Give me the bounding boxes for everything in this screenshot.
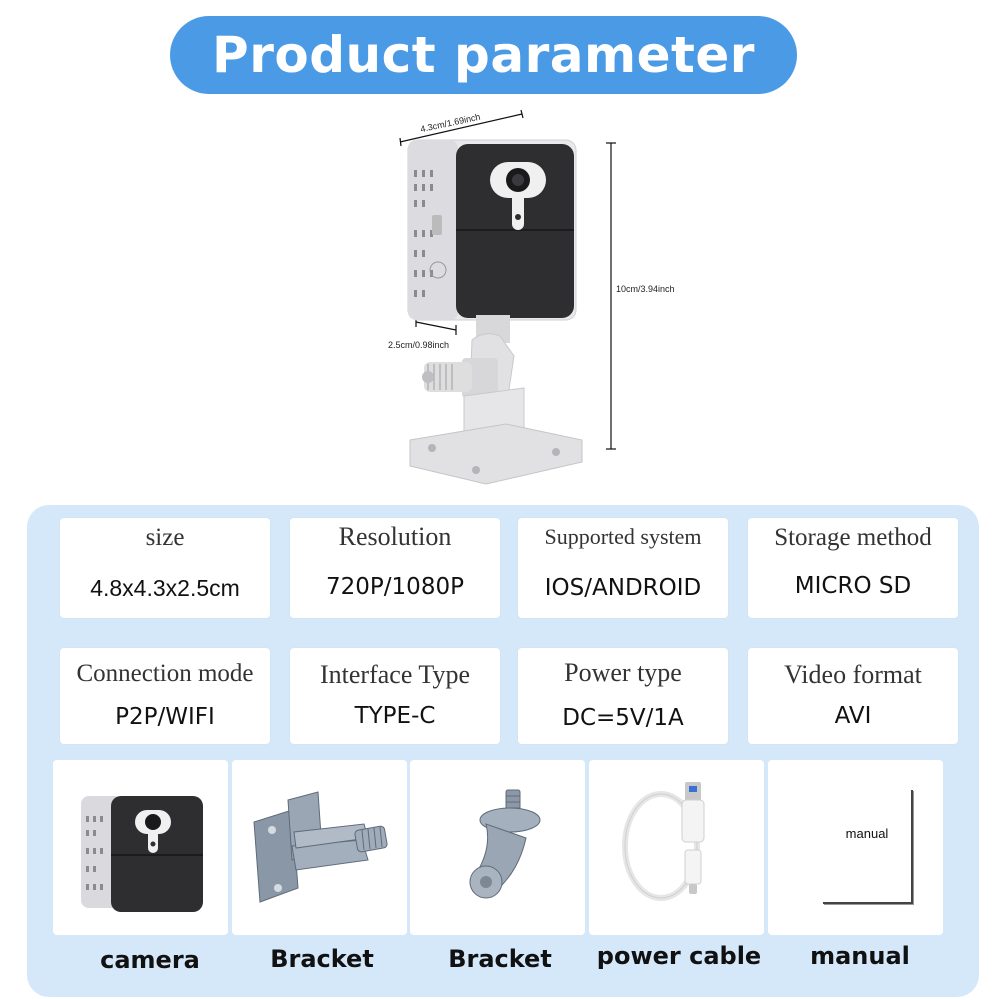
spec-card-power-type: Power type DC=5V/1A	[518, 648, 728, 744]
height-dimension: 10cm/3.94inch	[606, 142, 675, 450]
spec-value: 720P/1080P	[326, 574, 464, 600]
manual-cover-text: manual	[845, 826, 889, 841]
spec-card-video-format: Video format AVI	[748, 648, 958, 744]
spec-card-interface-type: Interface Type TYPE-C	[290, 648, 500, 744]
camera-icon	[407, 139, 577, 321]
spec-label: Resolution	[338, 522, 452, 551]
manual-icon	[823, 790, 913, 904]
usb-cable-icon	[622, 782, 705, 901]
spec-card-supported-system: Supported system IOS/ANDROID	[518, 518, 728, 618]
title-banner: Product parameter	[170, 16, 797, 94]
mount-bracket-icon	[469, 789, 541, 899]
accessory-card-wall-bracket	[232, 760, 407, 935]
spec-label: Power type	[564, 658, 682, 687]
bracket-icon	[409, 315, 583, 485]
spec-card-resolution: Resolution 720P/1080P	[290, 518, 500, 618]
accessory-label: Bracket	[448, 945, 552, 973]
spec-value: DC=5V/1A	[562, 705, 684, 731]
camera-icon	[81, 796, 203, 912]
accessory-label: manual	[810, 942, 910, 970]
accessory-label: power cable	[596, 942, 762, 970]
spec-value: TYPE-C	[354, 703, 436, 729]
spec-value: P2P/WIFI	[115, 704, 215, 730]
spec-label: Connection mode	[76, 660, 254, 687]
spec-card-size: size 4.8x4.3x2.5cm	[60, 518, 270, 618]
depth-label: 2.5cm/0.98inch	[388, 340, 449, 350]
accessory-card-manual: manual	[768, 760, 943, 935]
accessory-label: Bracket	[270, 945, 374, 973]
spec-label: Video format	[784, 660, 922, 689]
accessory-card-camera	[53, 760, 228, 935]
accessory-card-mount-bracket	[410, 760, 585, 935]
page-title: Product parameter	[212, 26, 755, 84]
spec-label: Storage method	[774, 524, 932, 551]
accessory-label: camera	[100, 946, 200, 974]
spec-value: IOS/ANDROID	[544, 575, 702, 601]
spec-value: MICRO SD	[794, 573, 912, 599]
spec-card-storage-method: Storage method MICRO SD	[748, 518, 958, 618]
depth-dimension: 2.5cm/0.98inch	[388, 317, 457, 350]
spec-value: 4.8x4.3x2.5cm	[90, 575, 240, 601]
spec-card-connection-mode: Connection mode P2P/WIFI	[60, 648, 270, 744]
product-dimension-figure: 4.3cm/1.69inch 10cm/3.94inch 2.5cm/0.98i…	[388, 109, 675, 485]
accessory-card-power-cable	[589, 760, 764, 935]
spec-label: Supported system	[544, 524, 702, 549]
spec-label: size	[145, 524, 185, 551]
height-label: 10cm/3.94inch	[616, 284, 675, 294]
wall-bracket-icon	[253, 791, 388, 903]
spec-label: Interface Type	[320, 660, 470, 689]
spec-value: AVI	[834, 703, 872, 729]
